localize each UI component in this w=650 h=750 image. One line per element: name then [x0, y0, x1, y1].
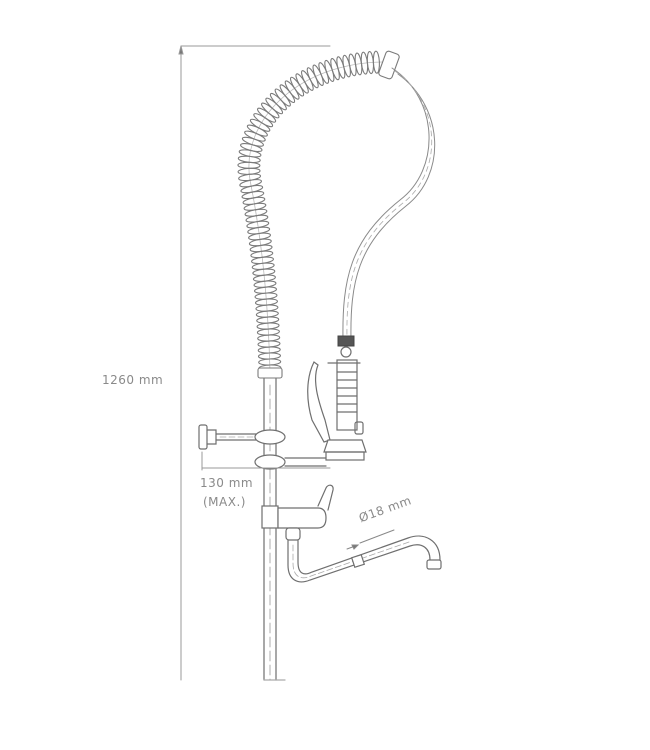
reach-dimension-line — [201, 451, 331, 471]
reach-dimension-label: 130 mm — [200, 476, 254, 490]
height-dimension-label: 1260 mm — [102, 373, 164, 387]
valve-support-arm — [254, 454, 327, 470]
wall-bracket — [198, 424, 286, 450]
spring-coil — [237, 50, 400, 379]
swivel-spout — [287, 535, 442, 583]
height-dimension-line — [178, 45, 331, 681]
diameter-dimension-line — [346, 529, 395, 550]
reach-max-qualifier: (MAX.) — [203, 495, 246, 509]
flexible-hose — [337, 67, 436, 347]
mixer-body — [261, 484, 334, 541]
pre-rinse-spray-valve — [307, 346, 367, 461]
